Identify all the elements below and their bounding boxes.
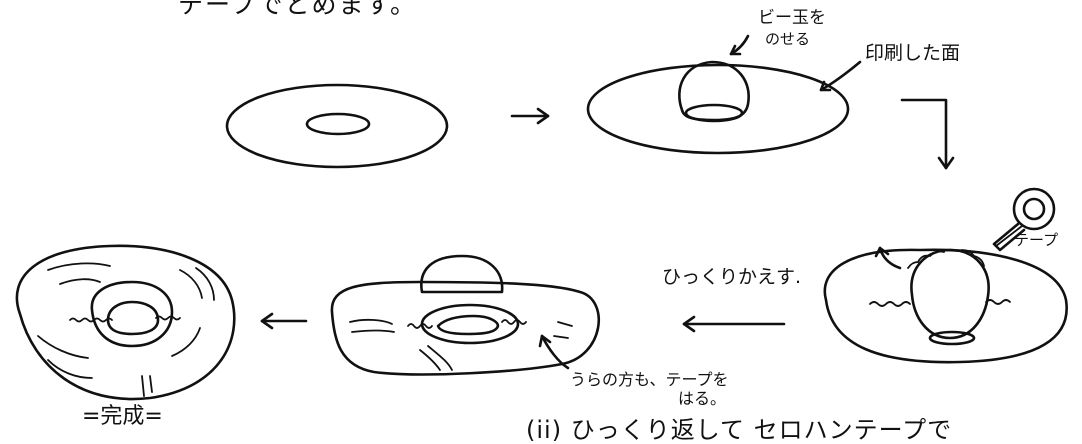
- disc-taped: [823, 187, 1068, 364]
- arrow-right-1: [510, 107, 550, 125]
- step-caption: (ii) ひっくり返して セロハンテープで: [526, 416, 953, 444]
- diagram-drawing: [15, 34, 1068, 401]
- printed-side-label: 印刷した面: [865, 42, 961, 64]
- craft-instruction-diagram: テープでとめます。 ビー玉を のせる 印刷した面 テープ ひっくりかえす. うら…: [15, 0, 1068, 442]
- arrow-left-flip: [682, 315, 786, 333]
- arrow-left-2: [260, 312, 308, 330]
- disc-with-marble: [586, 34, 862, 155]
- arrow-turn-down: [900, 98, 955, 170]
- top-caption: テープでとめます。: [178, 0, 418, 19]
- disc-flipped: [330, 254, 601, 376]
- flip-label: ひっくりかえす.: [662, 266, 802, 288]
- disc-plain: [225, 83, 449, 169]
- finished-craft: [15, 244, 236, 401]
- marble-note-line1: ビー玉を: [758, 8, 826, 28]
- back-note-line1: うらの方も、テープを: [570, 370, 729, 389]
- complete-label: =完成=: [82, 404, 163, 429]
- marble-note-line2: のせる: [765, 30, 811, 48]
- tape-label: テープ: [1014, 231, 1059, 249]
- back-note-line2: はる。: [678, 389, 727, 408]
